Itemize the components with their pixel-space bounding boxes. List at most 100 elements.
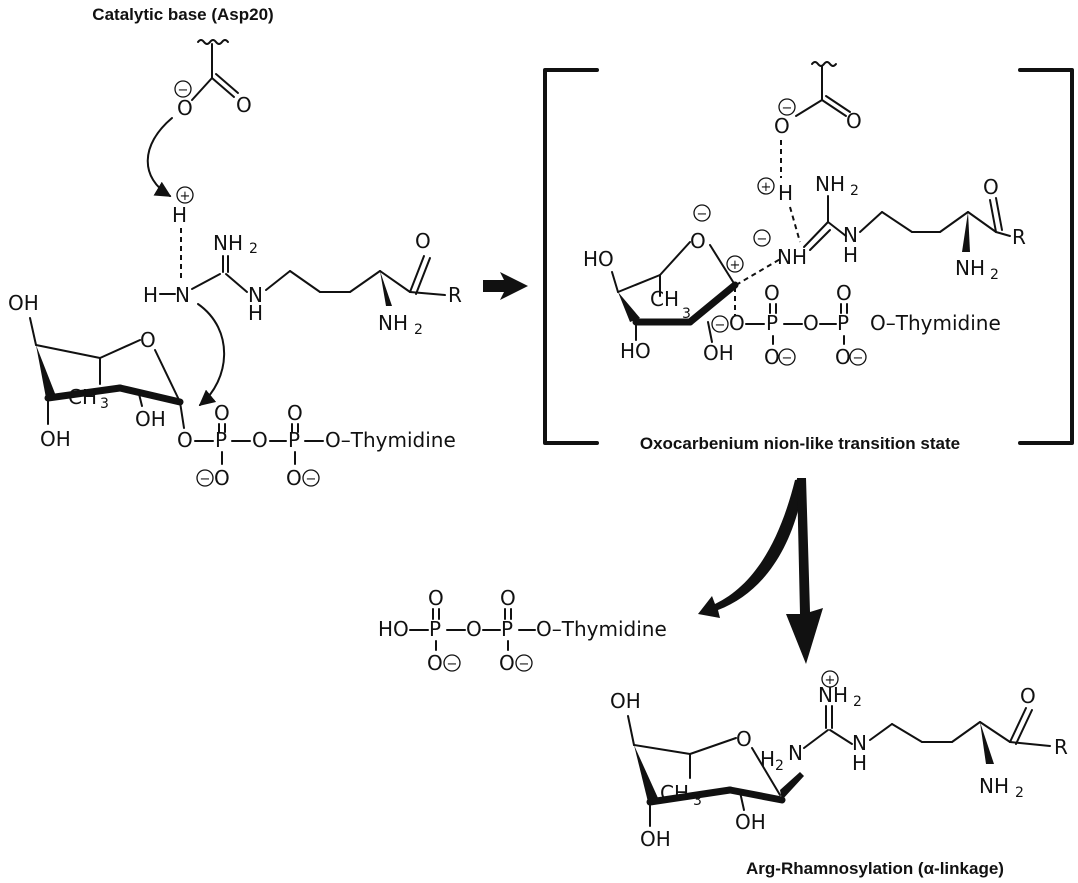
arg-rhamnosylation-product: OH O CH 3 OH OH H 2 N + NH 2 N H xyxy=(610,670,1068,851)
product-r-group: R xyxy=(1054,735,1068,759)
linker-nitrogen: N xyxy=(248,283,263,307)
product-glycosidic-nitrogen: N xyxy=(788,741,803,765)
ts-phosphoryl-oxygen-beta: O xyxy=(836,281,852,305)
product-caption: Arg-Rhamnosylation (α-linkage) xyxy=(746,859,1004,878)
ts-phosphorus-beta: P xyxy=(837,311,849,335)
product-methyl-subscript: 3 xyxy=(693,793,702,809)
left-bracket xyxy=(543,68,599,445)
alpha-amine: NH xyxy=(378,311,408,335)
carbonyl-oxygen: O xyxy=(236,93,252,117)
ts-phosphate-charge-alpha: − xyxy=(782,351,793,366)
product-methyl: CH xyxy=(660,781,689,805)
ts-leaving-oxygen: O xyxy=(729,311,745,335)
reaction-arrow-icon xyxy=(483,272,528,300)
product-iminium-charge: + xyxy=(825,673,836,688)
catalytic-base-caption: Catalytic base (Asp20) xyxy=(92,5,273,24)
phosphate-charge-sign-beta: − xyxy=(306,472,317,487)
transition-state-caption: Oxocarbenium nion-like transition state xyxy=(640,434,960,453)
product-alpha-amine: NH xyxy=(979,774,1009,798)
thymidine-label-left: O–Thymidine xyxy=(325,428,456,452)
tdp-phosphoryl-oxygen-beta: O xyxy=(500,586,516,610)
ts-leaving-oxygen-charge: − xyxy=(715,318,726,333)
ts-linker-nitrogen: N xyxy=(843,223,858,247)
phosphate-oxygen-beta: O xyxy=(286,466,302,490)
ts-alpha-amine-subscript: 2 xyxy=(990,267,999,283)
product-acyl-oxygen: O xyxy=(1020,684,1036,708)
phosphoryl-oxygen-beta: O xyxy=(287,401,303,425)
product-alpha-amine-subscript: 2 xyxy=(1015,785,1024,801)
phosphate-charge-sign: − xyxy=(200,472,211,487)
asp20-carboxylate: O O − xyxy=(174,39,252,120)
phosphorus-alpha: P xyxy=(215,428,227,452)
ts-carboxylate-charge: − xyxy=(782,101,793,116)
ts-phosphate-oxygen-alpha: O xyxy=(764,345,780,369)
phosphate-oxygen-alpha: O xyxy=(214,466,230,490)
phosphoryl-oxygen-alpha: O xyxy=(214,401,230,425)
amine-subscript: 2 xyxy=(249,241,258,257)
ts-carboxylate-oxygen: O xyxy=(774,114,790,138)
amine-nh2: NH xyxy=(213,231,243,255)
tdp-bridging-oxygen: O xyxy=(466,617,482,641)
hydroxyl-c2: OH xyxy=(135,407,166,431)
phosphorus-beta: P xyxy=(288,428,300,452)
ts-nitrogen-charge: − xyxy=(757,232,768,247)
ts-ring-oxygen: O xyxy=(690,229,706,253)
ts-carbonyl-oxygen: O xyxy=(846,109,862,133)
hydroxyl-c4: OH xyxy=(8,291,39,315)
methyl-subscript: 3 xyxy=(100,396,109,412)
product-iminium: NH xyxy=(818,683,848,707)
proton-abstraction-arrow xyxy=(146,117,173,197)
methyl-group: CH xyxy=(68,385,97,409)
ts-ring-oxygen-charge: − xyxy=(697,207,708,222)
thymidine-label-ts: O–Thymidine xyxy=(870,311,1001,335)
tdp-phosphorus-alpha: P xyxy=(429,617,441,641)
ts-hydroxyl-c2: OH xyxy=(703,341,734,365)
right-bracket xyxy=(1018,68,1074,445)
anomeric-oxygen: O xyxy=(177,428,193,452)
tdp-phosphoryl-oxygen-alpha: O xyxy=(428,586,444,610)
tdp-phosphate-charge-alpha: − xyxy=(447,657,458,672)
ts-amine: NH xyxy=(815,172,845,196)
positive-charge-icon xyxy=(176,186,194,204)
leaving-group-arrow-icon xyxy=(698,478,805,618)
acyl-oxygen: O xyxy=(415,229,431,253)
product-hydroxyl-c2: OH xyxy=(735,810,766,834)
ts-bridging-oxygen: O xyxy=(803,311,819,335)
ts-hydroxyl-c4: HO xyxy=(583,247,614,271)
ts-methyl-subscript: 3 xyxy=(682,306,691,322)
thymidine-label-leaving: O–Thymidine xyxy=(536,617,667,641)
ts-proton-charge: + xyxy=(761,180,772,195)
product-arrow-icon xyxy=(786,478,823,664)
ts-hydroxyl-c3: HO xyxy=(620,339,651,363)
tdp-phosphate-oxygen-alpha: O xyxy=(427,651,443,675)
nucleophilic-attack-arrow xyxy=(197,303,226,407)
ts-r-group: R xyxy=(1012,225,1026,249)
transition-state-structure: O O − + H − NH NH 2 N H O R NH 2 − O xyxy=(583,61,1026,369)
hydrogen-on-nitrogen: H xyxy=(143,283,158,307)
hydroxyl-c3: OH xyxy=(40,427,71,451)
ts-phosphoryl-oxygen-alpha: O xyxy=(764,281,780,305)
ts-alpha-amine: NH xyxy=(955,256,985,280)
bridging-oxygen: O xyxy=(252,428,268,452)
ts-methyl: CH xyxy=(650,287,679,311)
ts-phosphate-charge-beta: − xyxy=(853,351,864,366)
guanidine-nitrogen: N xyxy=(175,283,190,307)
phosphate-charge-icon-beta xyxy=(302,469,320,487)
product-ring-oxygen: O xyxy=(736,727,752,751)
product-iminium-subscript: 2 xyxy=(853,694,862,710)
tdp-phosphate-oxygen-beta: O xyxy=(499,651,515,675)
product-n-hydrogen-subscript: 2 xyxy=(775,758,784,774)
ts-amine-subscript: 2 xyxy=(850,183,859,199)
tdp-phosphorus-beta: P xyxy=(501,617,513,641)
acidic-hydrogen: H xyxy=(172,203,187,227)
tdp-phosphate-charge-beta: − xyxy=(519,657,530,672)
ts-phosphorus-alpha: P xyxy=(766,311,778,335)
positive-charge-sign: + xyxy=(180,189,191,204)
tdp-leaving-group: HO P O O − O P O O − O–Thymidine xyxy=(378,586,667,675)
product-linker-nitrogen: N xyxy=(852,731,867,755)
ts-oxocarbenium-charge: + xyxy=(730,258,741,273)
tdp-hydroxyl: HO xyxy=(378,617,409,641)
negative-charge-sign: − xyxy=(178,83,189,98)
arginine-guanidine-left: + H H N NH 2 N H O R NH 2 xyxy=(143,186,462,338)
